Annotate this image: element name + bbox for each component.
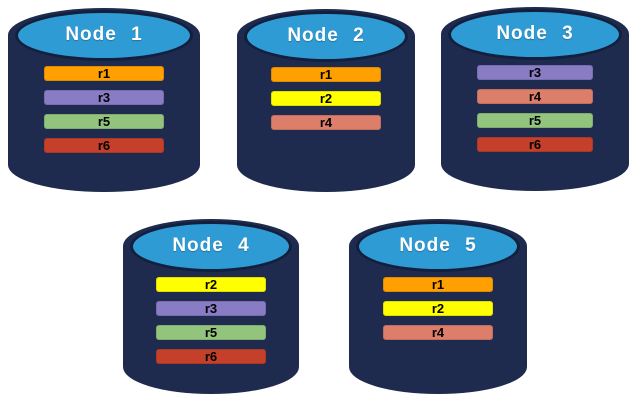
node-cylinder-4: Node 4 r2 r3 r5 r6 — [123, 219, 299, 394]
replica-label: r1 — [319, 67, 333, 82]
replica-list: r2 r3 r5 r6 — [123, 277, 299, 364]
replica-label: r5 — [204, 325, 218, 340]
replica-bar-r4: r4 — [270, 115, 382, 130]
replica-list: r1 r3 r5 r6 — [8, 66, 200, 153]
replica-bar-r2: r2 — [382, 301, 494, 316]
node-title: Node 2 — [287, 24, 365, 46]
replica-label: r5 — [528, 113, 542, 128]
replica-list: r1 r2 r4 — [349, 277, 527, 340]
replica-bar-r4: r4 — [476, 89, 594, 104]
replica-label: r5 — [97, 114, 111, 129]
node-cylinder-3: Node 3 r3 r4 r5 r6 — [441, 7, 629, 191]
replica-bar-r2: r2 — [270, 91, 382, 106]
replica-label: r3 — [204, 301, 218, 316]
node-cylinder-1: Node 1 r1 r3 r5 r6 — [8, 8, 200, 192]
replica-bar-r6: r6 — [44, 138, 164, 153]
replica-label: r2 — [204, 277, 218, 292]
cylinder-top-ellipse: Node 1 — [15, 10, 193, 61]
replica-bar-r4: r4 — [382, 325, 494, 340]
cylinder-top-ellipse: Node 4 — [130, 221, 292, 272]
node-cylinder-5: Node 5 r1 r2 r4 — [349, 219, 527, 394]
replica-label: r4 — [528, 89, 542, 104]
replica-bar-r6: r6 — [476, 137, 594, 152]
replica-label: r6 — [97, 138, 111, 153]
replica-bar-r6: r6 — [156, 349, 266, 364]
cylinder-top-ellipse: Node 2 — [244, 11, 408, 62]
replica-bar-r3: r3 — [476, 65, 594, 80]
replica-label: r1 — [97, 66, 111, 81]
replica-bar-r1: r1 — [270, 67, 382, 82]
replica-label: r4 — [431, 325, 445, 340]
node-title: Node 4 — [172, 234, 250, 256]
replica-list: r1 r2 r4 — [237, 67, 415, 130]
replica-label: r6 — [204, 349, 218, 364]
replica-bar-r5: r5 — [476, 113, 594, 128]
replica-bar-r2: r2 — [156, 277, 266, 292]
replica-bar-r1: r1 — [44, 66, 164, 81]
replica-list: r3 r4 r5 r6 — [441, 65, 629, 152]
node-title: Node 5 — [399, 234, 477, 256]
replica-bar-r1: r1 — [382, 277, 494, 292]
replica-label: r6 — [528, 137, 542, 152]
replica-label: r4 — [319, 115, 333, 130]
replica-label: r3 — [97, 90, 111, 105]
replica-bar-r5: r5 — [44, 114, 164, 129]
replica-label: r3 — [528, 65, 542, 80]
replica-bar-r3: r3 — [156, 301, 266, 316]
replica-bar-r5: r5 — [156, 325, 266, 340]
replica-label: r1 — [431, 277, 445, 292]
cylinder-top-ellipse: Node 3 — [448, 9, 622, 60]
replica-bar-r3: r3 — [44, 90, 164, 105]
cylinder-top-ellipse: Node 5 — [356, 221, 520, 272]
replica-label: r2 — [319, 91, 333, 106]
node-title: Node 1 — [65, 23, 143, 45]
replica-label: r2 — [431, 301, 445, 316]
node-cylinder-2: Node 2 r1 r2 r4 — [237, 9, 415, 192]
node-title: Node 3 — [496, 22, 574, 44]
